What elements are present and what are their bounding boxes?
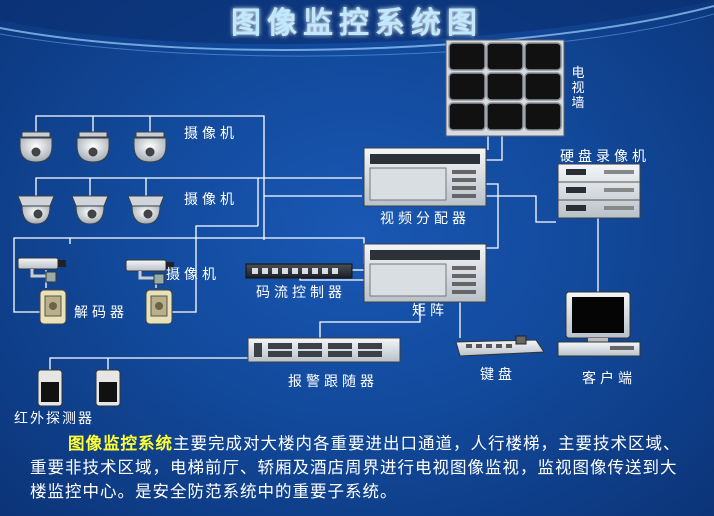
- description-highlight: 图像监控系统: [68, 434, 173, 453]
- tv-wall-label: 电视墙: [571, 66, 585, 111]
- ir-detector-icons: [37, 369, 121, 407]
- bullet-camera-icons: [17, 257, 174, 285]
- camera-label-1: 摄像机: [184, 126, 238, 142]
- description-paragraph: 图像监控系统主要完成对大楼内各重要进出口通道，人行楼梯，主要技术区域、重要非技术…: [30, 432, 690, 504]
- decoder-label: 解码器: [74, 305, 128, 321]
- video-distributor-icon: [363, 147, 487, 207]
- dvr-icon: [557, 163, 641, 219]
- decoder-icons: [39, 289, 173, 325]
- keyboard-label: 键盘: [480, 367, 516, 383]
- matrix-label: 矩阵: [412, 303, 448, 319]
- matrix-icon: [363, 243, 487, 303]
- ir-detector-label: 红外探测器: [14, 411, 94, 427]
- code-controller-icon: [245, 263, 353, 279]
- page-title: 图像监控系统图: [231, 6, 483, 41]
- dome-camera-icons-row2: [17, 195, 165, 225]
- code-controller-label: 码流控制器: [256, 285, 346, 301]
- camera-label-2: 摄像机: [184, 192, 238, 208]
- alarm-follower-icon: [247, 337, 401, 363]
- camera-label-3: 摄像机: [166, 267, 220, 283]
- tv-wall-icon: [445, 39, 565, 137]
- client-pc-icon: [557, 291, 641, 357]
- video-distributor-label: 视频分配器: [380, 211, 470, 227]
- description-text: 主要完成对大楼内各重要进出口通道，人行楼梯，主要技术区域、重要非技术区域，电梯前…: [30, 434, 681, 501]
- keyboard-icon: [455, 335, 545, 357]
- alarm-follower-label: 报警跟随器: [288, 374, 378, 390]
- dvr-label: 硬盘录像机: [560, 149, 650, 165]
- dome-camera-icons-row1: [19, 131, 167, 163]
- client-label: 客户端: [582, 371, 636, 387]
